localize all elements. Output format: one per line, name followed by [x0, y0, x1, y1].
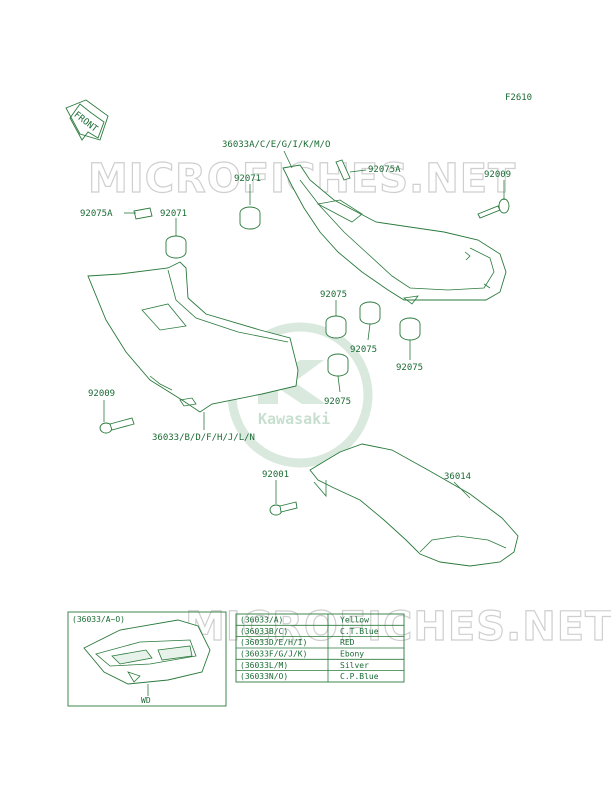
pin-92075a-left: [133, 207, 153, 220]
color-table-color: C.P.Blue: [340, 672, 379, 681]
watermark-bottom: MICROFICHES.NET: [185, 604, 611, 650]
inset-caption: WD: [141, 696, 151, 705]
inset-title: (36033/A~O): [72, 615, 125, 624]
label-damper-b: 92075: [350, 345, 377, 355]
color-table-code: (36033N/O): [240, 672, 288, 681]
label-pin-top: 92075A: [368, 165, 401, 175]
leader-lines: [103, 150, 505, 504]
color-table-code: (36033F/G/J/K): [240, 650, 307, 659]
side-cover-left: [87, 261, 299, 413]
label-damper-c: 92075: [396, 363, 423, 373]
color-table-code: (36033B/C): [240, 627, 288, 636]
label-damper-a: 92075: [320, 290, 347, 300]
bolt-92009-left: [99, 417, 135, 434]
damper-92071-left: [165, 235, 187, 259]
damper-92071-top: [239, 206, 261, 230]
color-table: (36033/A) Yellow (36033B/C) C.T.Blue (36…: [235, 613, 405, 683]
label-cover-right: 36033A/C/E/G/I/K/M/O: [222, 140, 330, 150]
label-cover-left: 36033/B/D/F/H/J/L/N: [152, 433, 255, 443]
damper-92075-d: [327, 353, 349, 377]
color-table-code: (36033/A): [240, 616, 283, 625]
color-table-color: RED: [340, 638, 355, 647]
bolt-92001-chain: [269, 501, 298, 516]
front-arrow-icon: FRONT: [65, 99, 109, 141]
damper-92075-b: [359, 301, 381, 325]
label-bolt-chain: 92001: [262, 470, 289, 480]
color-table-color: C.T.Blue: [340, 627, 379, 636]
kawasaki-brand-text: Kawasaki: [258, 410, 330, 428]
color-table-color: Yellow: [340, 616, 369, 625]
color-table-color: Ebony: [340, 650, 364, 659]
color-table-code: (36033D/E/H/I): [240, 638, 307, 647]
inset-decal-box: (36033/A~O) WD: [67, 611, 227, 707]
label-damper-left: 92071: [160, 209, 187, 219]
color-table-color: Silver: [340, 661, 369, 670]
damper-92075-c: [399, 317, 421, 341]
label-pin-left: 92075A: [80, 209, 113, 219]
label-damper-d: 92075: [324, 397, 351, 407]
label-chain-case: 36014: [444, 472, 471, 482]
damper-92075-a: [325, 315, 347, 339]
side-cover-right: [282, 164, 507, 305]
chain-case: [309, 443, 519, 567]
color-table-code: (36033L/M): [240, 661, 288, 670]
figure-code: F2610: [505, 93, 532, 103]
label-bolt-top: 92009: [484, 170, 511, 180]
pin-92075a-top: [335, 159, 351, 181]
label-bolt-left: 92009: [88, 389, 115, 399]
label-damper-top: 92071: [234, 174, 261, 184]
